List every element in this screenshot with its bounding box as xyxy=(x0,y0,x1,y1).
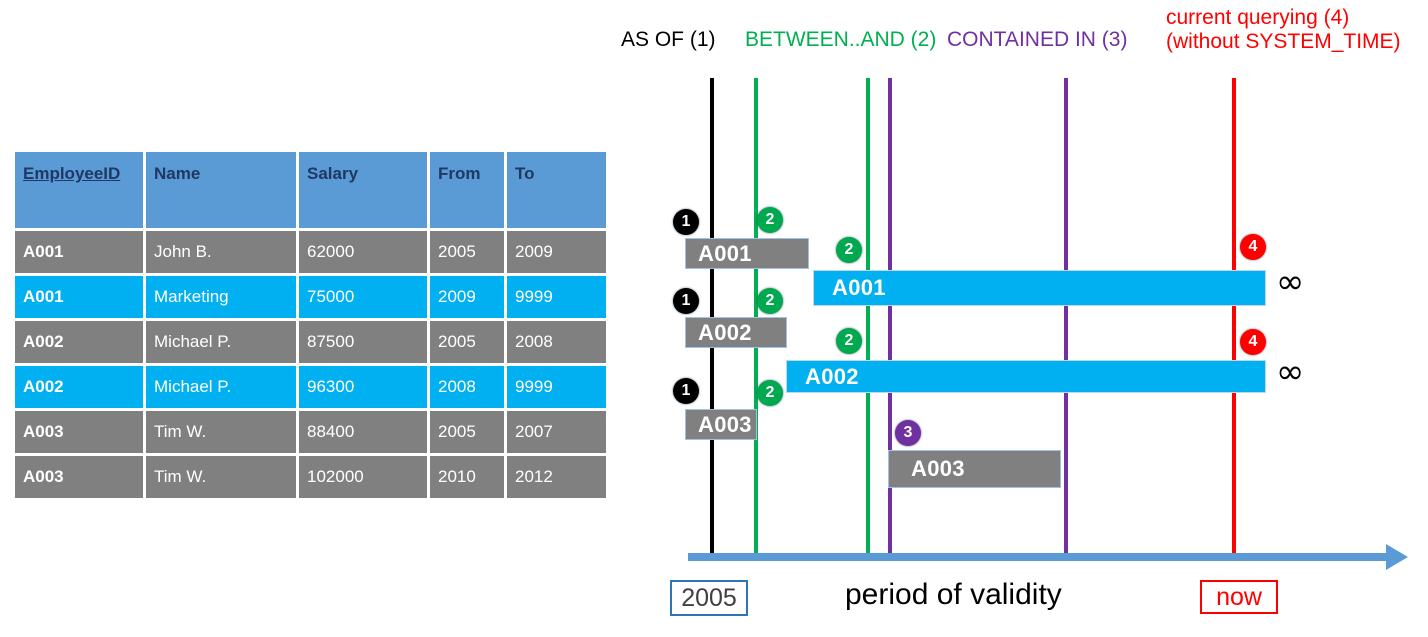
cell-name: Tim W. xyxy=(146,411,296,453)
cell-from: 2009 xyxy=(430,276,504,318)
now-line xyxy=(1232,78,1236,560)
timeline-axis xyxy=(688,553,1388,561)
infinity-icon-a002: ∞ xyxy=(1276,352,1305,392)
table-row: A001 Marketing 75000 2009 9999 xyxy=(15,276,606,318)
badge-4-a001: 4 xyxy=(1240,234,1266,260)
legend-between-and: BETWEEN..AND (2) xyxy=(745,28,937,51)
cell-employeeid: A002 xyxy=(15,321,143,363)
cell-to: 9999 xyxy=(507,276,606,318)
badge-1-a003: 1 xyxy=(673,378,699,404)
column-header-from: From xyxy=(430,152,504,228)
cell-salary: 62000 xyxy=(299,231,427,273)
legend-contained-in: CONTAINED IN (3) xyxy=(947,28,1128,51)
cell-to: 2009 xyxy=(507,231,606,273)
cell-salary: 102000 xyxy=(299,456,427,498)
legend-current-querying-line2: (without SYSTEM_TIME) xyxy=(1166,29,1401,53)
cell-name: Michael P. xyxy=(146,366,296,408)
legend-as-of: AS OF (1) xyxy=(621,28,716,51)
timeline-bar-a002-historic: A002 xyxy=(685,317,787,348)
timeline-bar-a003-later: A003 xyxy=(888,450,1061,488)
table-row: A003 Tim W. 102000 2010 2012 xyxy=(15,456,606,498)
badge-2-a002: 2 xyxy=(757,288,783,314)
employee-history-table: EmployeeID Name Salary From To A001 John… xyxy=(12,149,609,501)
timeline-bar-a001-historic: A001 xyxy=(685,238,809,269)
cell-to: 9999 xyxy=(507,366,606,408)
badge-1-a001: 1 xyxy=(673,209,699,235)
cell-name: Michael P. xyxy=(146,321,296,363)
timeline-arrow-icon xyxy=(1386,544,1408,570)
contained-start-line xyxy=(888,78,892,560)
column-header-employeeid: EmployeeID xyxy=(15,152,143,228)
cell-name: John B. xyxy=(146,231,296,273)
infinity-icon-a001: ∞ xyxy=(1276,262,1305,302)
table-row: A002 Michael P. 87500 2005 2008 xyxy=(15,321,606,363)
cell-employeeid: A001 xyxy=(15,276,143,318)
column-header-name: Name xyxy=(146,152,296,228)
cell-employeeid: A002 xyxy=(15,366,143,408)
badge-3-a003: 3 xyxy=(895,420,921,446)
legend-current-querying-line1: current querying (4) xyxy=(1166,6,1350,29)
cell-salary: 96300 xyxy=(299,366,427,408)
badge-2-a001-current: 2 xyxy=(836,237,862,263)
badge-2-a003: 2 xyxy=(757,380,783,406)
cell-from: 2005 xyxy=(430,411,504,453)
cell-salary: 75000 xyxy=(299,276,427,318)
cell-from: 2005 xyxy=(430,231,504,273)
table-header-row: EmployeeID Name Salary From To xyxy=(15,152,606,228)
cell-to: 2007 xyxy=(507,411,606,453)
column-header-salary: Salary xyxy=(299,152,427,228)
cell-name: Tim W. xyxy=(146,456,296,498)
cell-employeeid: A001 xyxy=(15,231,143,273)
table-row: A003 Tim W. 88400 2005 2007 xyxy=(15,411,606,453)
timeline-bar-a001-current: A001 xyxy=(813,270,1266,306)
axis-caption: period of validity xyxy=(845,578,1062,611)
cell-to: 2008 xyxy=(507,321,606,363)
badge-2-a002-current: 2 xyxy=(836,328,862,354)
axis-now-label: now xyxy=(1200,580,1278,614)
column-header-to: To xyxy=(507,152,606,228)
cell-salary: 87500 xyxy=(299,321,427,363)
table-row: A001 John B. 62000 2005 2009 xyxy=(15,231,606,273)
cell-from: 2010 xyxy=(430,456,504,498)
cell-to: 2012 xyxy=(507,456,606,498)
cell-employeeid: A003 xyxy=(15,411,143,453)
between-end-line xyxy=(866,78,870,560)
column-header-employeeid-label: EmployeeID xyxy=(23,164,121,183)
contained-end-line xyxy=(1064,78,1068,560)
cell-from: 2008 xyxy=(430,366,504,408)
cell-from: 2005 xyxy=(430,321,504,363)
badge-1-a002: 1 xyxy=(673,288,699,314)
badge-2-a001: 2 xyxy=(757,207,783,233)
cell-salary: 88400 xyxy=(299,411,427,453)
table-row: A002 Michael P. 96300 2008 9999 xyxy=(15,366,606,408)
axis-start-label: 2005 xyxy=(670,580,748,616)
cell-employeeid: A003 xyxy=(15,456,143,498)
cell-name: Marketing xyxy=(146,276,296,318)
legend-current-querying: current querying (4) (without SYSTEM_TIM… xyxy=(1166,6,1401,53)
timeline-bar-a003-historic: A003 xyxy=(685,409,757,440)
timeline-bar-a002-current: A002 xyxy=(786,360,1266,393)
badge-4-a002: 4 xyxy=(1240,329,1266,355)
